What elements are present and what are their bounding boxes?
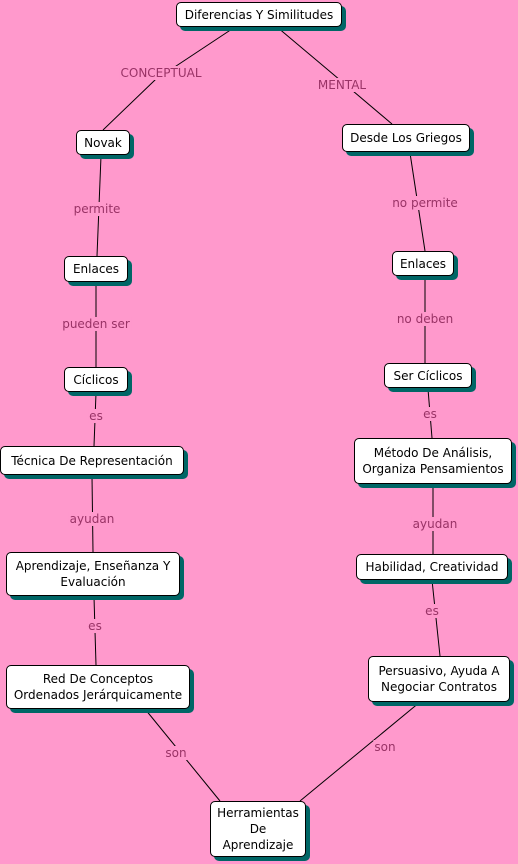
link-label-es: es xyxy=(88,409,104,423)
concept-node-novak[interactable]: Novak xyxy=(76,130,130,155)
edge-line xyxy=(276,26,341,81)
link-label-no-permite: no permite xyxy=(391,196,459,210)
concept-node-enlaces[interactable]: Enlaces xyxy=(64,256,128,282)
link-label-es: es xyxy=(422,407,438,421)
link-label-es: es xyxy=(424,604,440,618)
concept-node-enlaces[interactable]: Enlaces xyxy=(392,251,454,276)
concept-node-habilidad-creatividad[interactable]: Habilidad, Creatividad xyxy=(356,554,508,580)
concept-node-metodo-de-analisis[interactable]: Método De Análisis, Organiza Pensamiento… xyxy=(354,438,512,484)
link-label-permite: permite xyxy=(72,202,122,216)
edge-line xyxy=(431,579,441,657)
link-label-son: son xyxy=(373,740,397,754)
edge-line xyxy=(102,79,156,131)
concept-node-herramientas-de-aprendizaje[interactable]: Herramientas De Aprendizaje xyxy=(210,801,306,857)
link-label-pueden-ser: pueden ser xyxy=(61,317,131,331)
concept-node-diferencias-y-similitudes[interactable]: Diferencias Y Similitudes xyxy=(176,2,342,27)
concept-node-red-de-conceptos[interactable]: Red De Conceptos Ordenados Jerárquicamen… xyxy=(6,665,190,709)
edge-line xyxy=(299,701,421,802)
link-label-son: son xyxy=(164,746,188,760)
concept-node-tecnica-de-representacion[interactable]: Técnica De Representación xyxy=(0,446,184,475)
link-label-es: es xyxy=(87,619,103,633)
concept-node-ser-ciclicos[interactable]: Ser Cíclicos xyxy=(384,363,472,388)
link-label-mental: MENTAL xyxy=(316,78,368,92)
link-label-conceptual: CONCEPTUAL xyxy=(119,66,203,80)
concept-node-desde-los-griegos[interactable]: Desde Los Griegos xyxy=(342,124,470,152)
concept-node-aprendizaje-ensenanza[interactable]: Aprendizaje, Enseñanza Y Evaluación xyxy=(6,552,180,596)
link-label-no-deben: no deben xyxy=(395,312,455,326)
link-label-ayudan: ayudan xyxy=(68,512,116,526)
concept-node-persuasivo[interactable]: Persuasivo, Ayuda A Negociar Contratos xyxy=(368,656,510,702)
concept-node-ciclicos[interactable]: Cíclicos xyxy=(64,367,128,392)
link-label-ayudan: ayudan xyxy=(411,517,459,531)
